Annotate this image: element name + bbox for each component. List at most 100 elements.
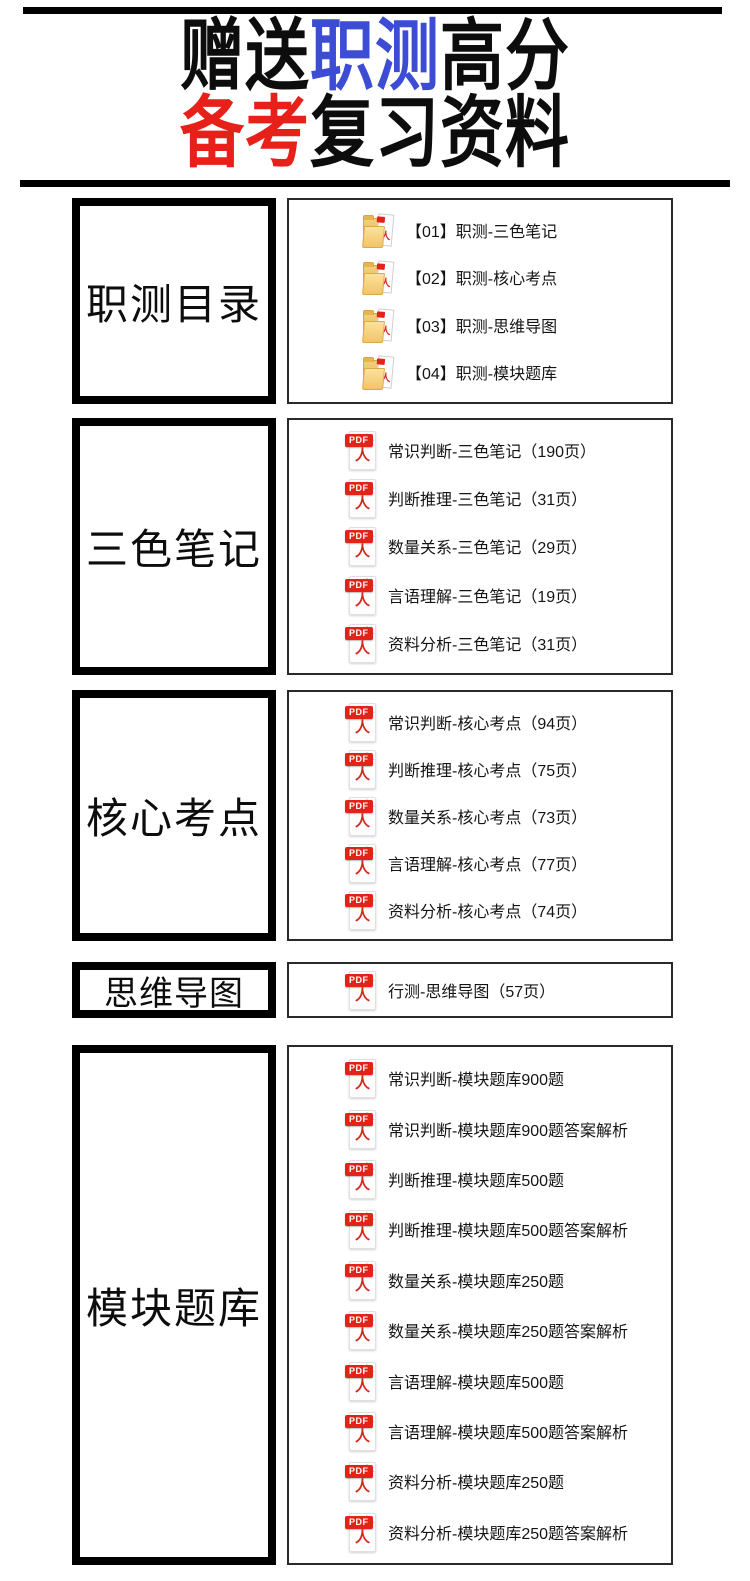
pdf-badge: PDF (345, 1062, 373, 1076)
file-item[interactable]: 人【02】职测-核心考点 (289, 259, 671, 296)
category-label: 核心考点 (85, 797, 262, 843)
adobe-logo-glyph: 人 (355, 987, 371, 1004)
file-name: 常识判断-核心考点（94页） (388, 715, 588, 733)
title-segment: 复习资料 (310, 88, 570, 177)
file-name: 【03】职测-思维导图 (406, 318, 558, 336)
file-name: 数量关系-核心考点（73页） (388, 809, 588, 827)
pdf-badge: PDF (345, 1314, 373, 1328)
pdf-badge: PDF (345, 530, 373, 544)
adobe-logo-glyph: 人 (355, 1226, 371, 1244)
pdf-badge: PDF (345, 434, 373, 448)
adobe-logo-glyph: 人 (355, 906, 371, 924)
adobe-logo-glyph: 人 (355, 1075, 371, 1093)
file-name: 资料分析-核心考点（74页） (388, 903, 588, 921)
adobe-logo-glyph: 人 (355, 765, 371, 783)
category-box-module-bank: 模块题库 (72, 1045, 276, 1565)
adobe-logo-glyph: 人 (355, 812, 371, 830)
pdf-badge: PDF (345, 1213, 373, 1227)
adobe-logo-glyph: 人 (355, 495, 371, 513)
pdf-badge: PDF (345, 1112, 373, 1126)
file-item[interactable]: 人【01】职测-三色笔记 (289, 212, 671, 248)
adobe-logo-glyph: 人 (355, 1175, 371, 1193)
adobe-logo-glyph: 人 (355, 1377, 371, 1395)
pdf-badge: PDF (345, 626, 373, 640)
adobe-logo-glyph: 人 (355, 447, 371, 465)
category-box-core-points: 核心考点 (72, 690, 276, 941)
category-box-mind-map: 思维导图 (72, 962, 276, 1018)
category-label: 三色笔记 (85, 528, 262, 574)
file-item[interactable]: 人【04】职测-模块题库 (289, 354, 671, 391)
pdf-badge: PDF (345, 1465, 373, 1479)
adobe-logo-glyph: 人 (355, 1125, 371, 1143)
title-segment: 职测 (310, 11, 440, 100)
file-name: 判断推理-模块题库500题 (388, 1172, 565, 1190)
pdf-badge: PDF (345, 578, 373, 592)
adobe-logo-glyph: 人 (355, 1478, 371, 1496)
file-name: 常识判断-三色笔记（190页） (388, 444, 597, 462)
pdf-badge: PDF (345, 705, 373, 719)
title-segment: 赠送 (180, 11, 310, 100)
pdf-badge: PDF (345, 752, 373, 766)
file-name: 言语理解-模块题库500题 (388, 1374, 565, 1392)
pdf-badge: PDF (345, 974, 373, 987)
adobe-logo-glyph: 人 (355, 1327, 371, 1345)
poster-title: 赠送职测高分 备考复习资料 (0, 12, 750, 177)
folder-pdf-icon: 人 (362, 259, 395, 296)
top-accent-bar (23, 7, 722, 14)
file-item[interactable]: 人【03】职测-思维导图 (289, 307, 671, 343)
file-name: 常识判断-模块题库900题答案解析 (388, 1122, 629, 1140)
file-name: 【04】职测-模块题库 (406, 366, 558, 384)
file-name: 言语理解-核心考点（77页） (388, 856, 588, 874)
divider-rule (20, 180, 730, 187)
title-segment: 高分 (440, 11, 570, 100)
file-name: 资料分析-模块题库250题答案解析 (388, 1525, 629, 1543)
pdf-badge: PDF (345, 482, 373, 496)
pdf-badge: PDF (345, 893, 373, 907)
folder-pdf-icon: 人 (362, 212, 395, 248)
file-name: 数量关系-三色笔记（29页） (388, 540, 588, 558)
pdf-badge: PDF (345, 846, 373, 860)
adobe-logo-glyph: 人 (355, 1427, 371, 1445)
file-name: 判断推理-模块题库500题答案解析 (388, 1223, 629, 1241)
category-label: 模块题库 (85, 1286, 262, 1333)
